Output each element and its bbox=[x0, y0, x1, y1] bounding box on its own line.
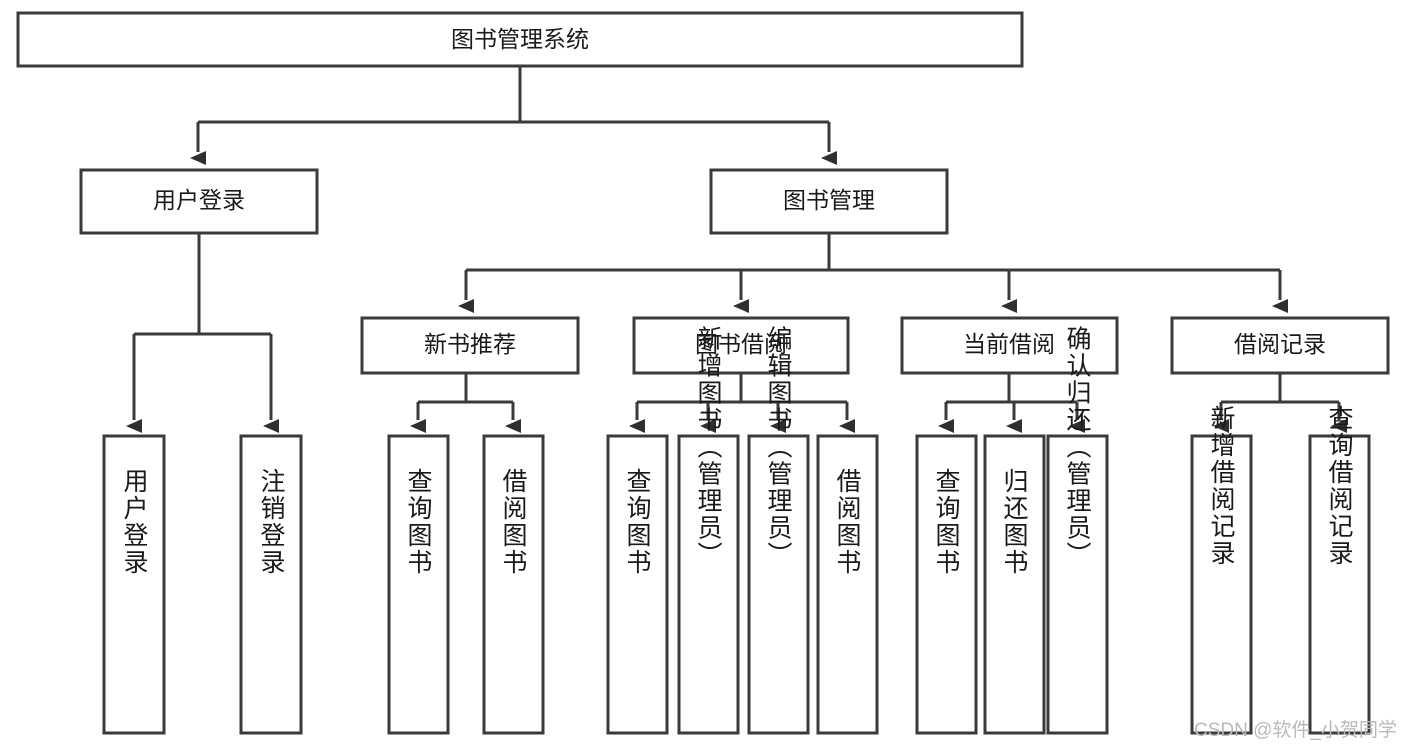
node-leaf-confirm-return[interactable]: 确认归还（管理员） bbox=[1046, 326, 1109, 735]
connector-bookborrow-to-leaves bbox=[629, 373, 855, 433]
connector-userlogin-to-leaves bbox=[126, 233, 279, 433]
connector-currentborrow-to-leaves bbox=[938, 373, 1085, 433]
node-leaf-add-record[interactable]: 新增借阅记录 bbox=[1190, 405, 1253, 735]
node-leaf-return-book-label: 归还图书 bbox=[1000, 468, 1029, 576]
node-leaf-confirm-return-label: 确认归还（管理员） bbox=[1063, 326, 1092, 569]
node-leaf-query-book-1[interactable]: 查询图书 bbox=[387, 434, 450, 735]
node-new-book-recommend[interactable]: 新书推荐 bbox=[360, 316, 580, 375]
node-leaf-add-book-label: 新增图书（管理员） bbox=[694, 326, 723, 569]
node-leaf-query-book-2-label: 查询图书 bbox=[623, 468, 652, 576]
node-book-borrow-label: 图书借阅 bbox=[695, 331, 787, 357]
node-leaf-user-login-label: 用户登录 bbox=[120, 468, 149, 576]
node-leaf-query-book-1-label: 查询图书 bbox=[404, 468, 433, 576]
node-leaf-query-book-2[interactable]: 查询图书 bbox=[606, 434, 669, 735]
node-current-borrow-label: 当前借阅 bbox=[963, 331, 1055, 357]
node-leaf-borrow-book-2-label: 借阅图书 bbox=[833, 468, 862, 576]
node-borrow-record-label: 借阅记录 bbox=[1234, 331, 1326, 357]
node-leaf-borrow-book-1[interactable]: 借阅图书 bbox=[482, 434, 545, 735]
node-leaf-edit-book-label: 编辑图书（管理员） bbox=[764, 326, 793, 569]
node-leaf-query-record-label: 查询借阅记录 bbox=[1325, 405, 1354, 567]
node-user-login-label: 用户登录 bbox=[153, 187, 245, 213]
node-leaf-edit-book[interactable]: 编辑图书（管理员） bbox=[747, 326, 810, 735]
node-leaf-logout-login-label: 注销登录 bbox=[257, 468, 286, 576]
node-user-login[interactable]: 用户登录 bbox=[79, 168, 319, 235]
node-leaf-borrow-book-1-label: 借阅图书 bbox=[499, 468, 528, 576]
node-leaf-user-login[interactable]: 用户登录 bbox=[102, 434, 166, 735]
connector-root-to-level1 bbox=[190, 66, 837, 165]
connector-bookmanage-to-level2 bbox=[458, 233, 1288, 313]
node-new-book-recommend-label: 新书推荐 bbox=[424, 331, 516, 357]
node-leaf-query-book-3-label: 查询图书 bbox=[932, 468, 961, 576]
node-leaf-add-record-label: 新增借阅记录 bbox=[1207, 405, 1236, 567]
connector-borrowrecord-to-leaves bbox=[1213, 373, 1347, 433]
node-root[interactable]: 图书管理系统 bbox=[16, 11, 1024, 68]
node-borrow-record[interactable]: 借阅记录 bbox=[1170, 316, 1390, 375]
connector-newbook-to-leaves bbox=[410, 373, 521, 433]
node-leaf-query-record[interactable]: 查询借阅记录 bbox=[1308, 405, 1371, 735]
node-book-manage-label: 图书管理 bbox=[783, 187, 875, 213]
node-current-borrow[interactable]: 当前借阅 bbox=[900, 316, 1119, 375]
node-leaf-logout-login[interactable]: 注销登录 bbox=[239, 434, 303, 735]
node-root-label: 图书管理系统 bbox=[451, 26, 589, 52]
node-book-borrow[interactable]: 图书借阅 bbox=[632, 316, 850, 375]
node-book-manage[interactable]: 图书管理 bbox=[709, 168, 949, 235]
node-leaf-return-book[interactable]: 归还图书 bbox=[983, 434, 1046, 735]
node-leaf-borrow-book-2[interactable]: 借阅图书 bbox=[816, 434, 879, 735]
watermark: CSDN @软件_小贺同学 bbox=[1194, 720, 1397, 741]
node-leaf-add-book[interactable]: 新增图书（管理员） bbox=[677, 326, 740, 735]
node-leaf-query-book-3[interactable]: 查询图书 bbox=[915, 434, 978, 735]
